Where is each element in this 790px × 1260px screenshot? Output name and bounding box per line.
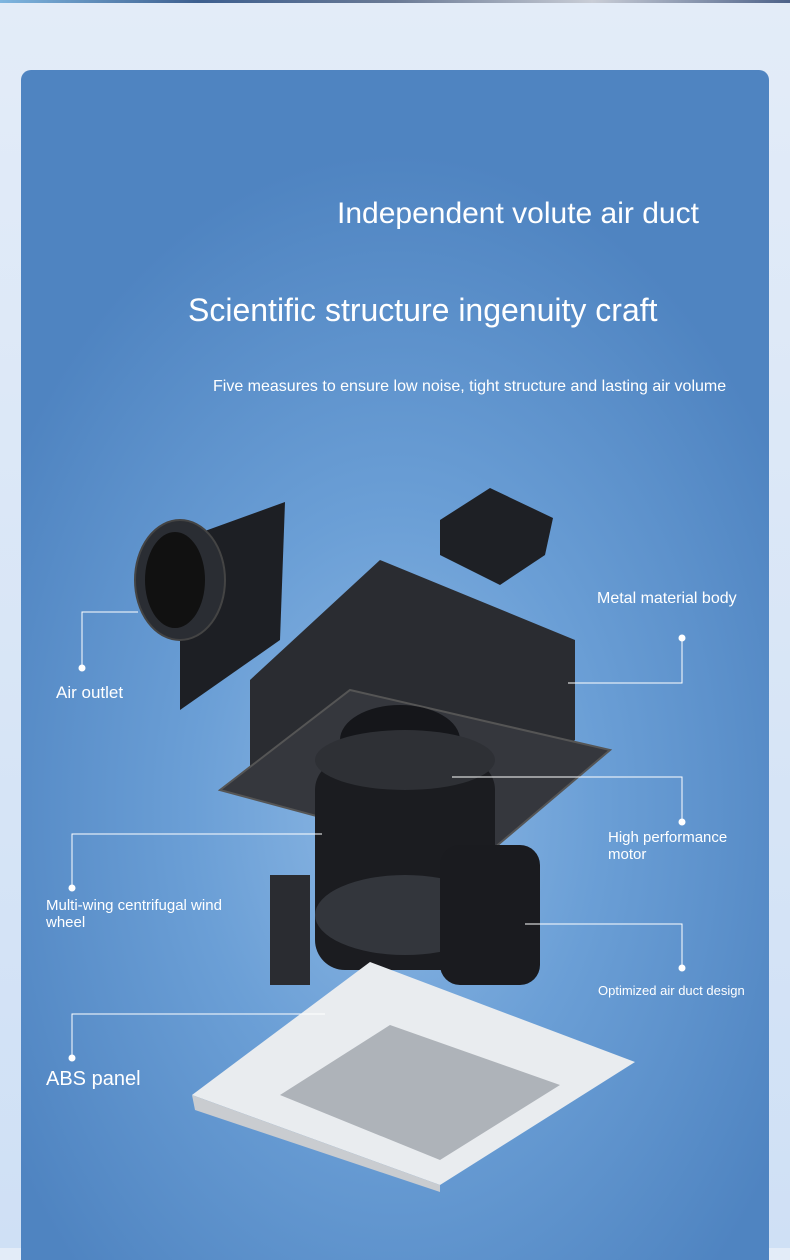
- callout-lines: [68, 611, 686, 1062]
- description: Five measures to ensure low noise, tight…: [213, 378, 727, 395]
- label-abs-panel: ABS panel: [46, 1068, 141, 1090]
- wind-wheel-part: [270, 730, 540, 985]
- air-outlet-part: [134, 502, 285, 710]
- label-metal-body: Metal material body: [597, 590, 737, 607]
- label-air-duct: Optimized air duct design: [598, 983, 745, 998]
- abs-panel-part: [192, 962, 635, 1192]
- label-air-outlet: Air outlet: [56, 683, 124, 702]
- top-banner-strip: [0, 0, 790, 3]
- label-wind-wheel: Multi-wing centrifugal wind wheel: [46, 897, 222, 931]
- mounting-bracket: [440, 488, 553, 585]
- label-motor: High performance motor: [608, 829, 728, 863]
- headline: Independent volute air duct: [337, 197, 699, 230]
- subheadline: Scientific structure ingenuity craft: [188, 292, 658, 328]
